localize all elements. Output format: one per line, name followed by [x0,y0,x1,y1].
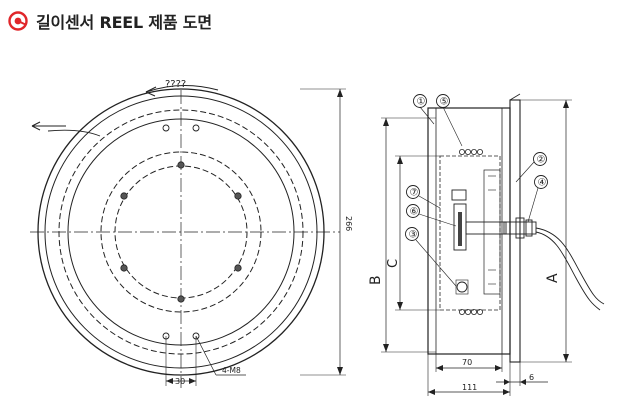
balloon-6: ⑥ [410,207,419,218]
side-view [381,93,605,396]
dim-spacing-label: 30 [175,377,185,386]
reel-bullet-icon [8,11,28,31]
outer-ring [37,88,325,376]
dim-letter-c: C [386,259,401,268]
front-view [30,84,346,388]
bolt-holes [120,161,242,303]
rotation-label: ???? [165,79,186,90]
dim-6-label: 6 [529,373,534,382]
dim-diameter-label: 266 [344,216,353,231]
balloon-7: ⑦ [410,188,419,199]
balloon-5: ⑤ [440,97,449,108]
dim-letter-b: B [368,275,384,285]
flange-plate [509,99,521,363]
balloon-1: ① [417,97,426,108]
balloon-4: ④ [538,178,547,189]
page-title: 길이센서 REEL 제품 도면 [36,13,212,32]
page-header: 길이센서 REEL 제품 도면 [8,8,212,34]
hole-callout-label: 4-M8 [222,366,241,375]
dim-70-label: 70 [462,358,472,367]
reel-body [427,107,511,355]
balloon-3: ③ [409,230,418,241]
balloon-2: ② [537,155,546,166]
dim-letter-a: A [545,273,561,283]
dim-111-label: 111 [462,383,477,392]
